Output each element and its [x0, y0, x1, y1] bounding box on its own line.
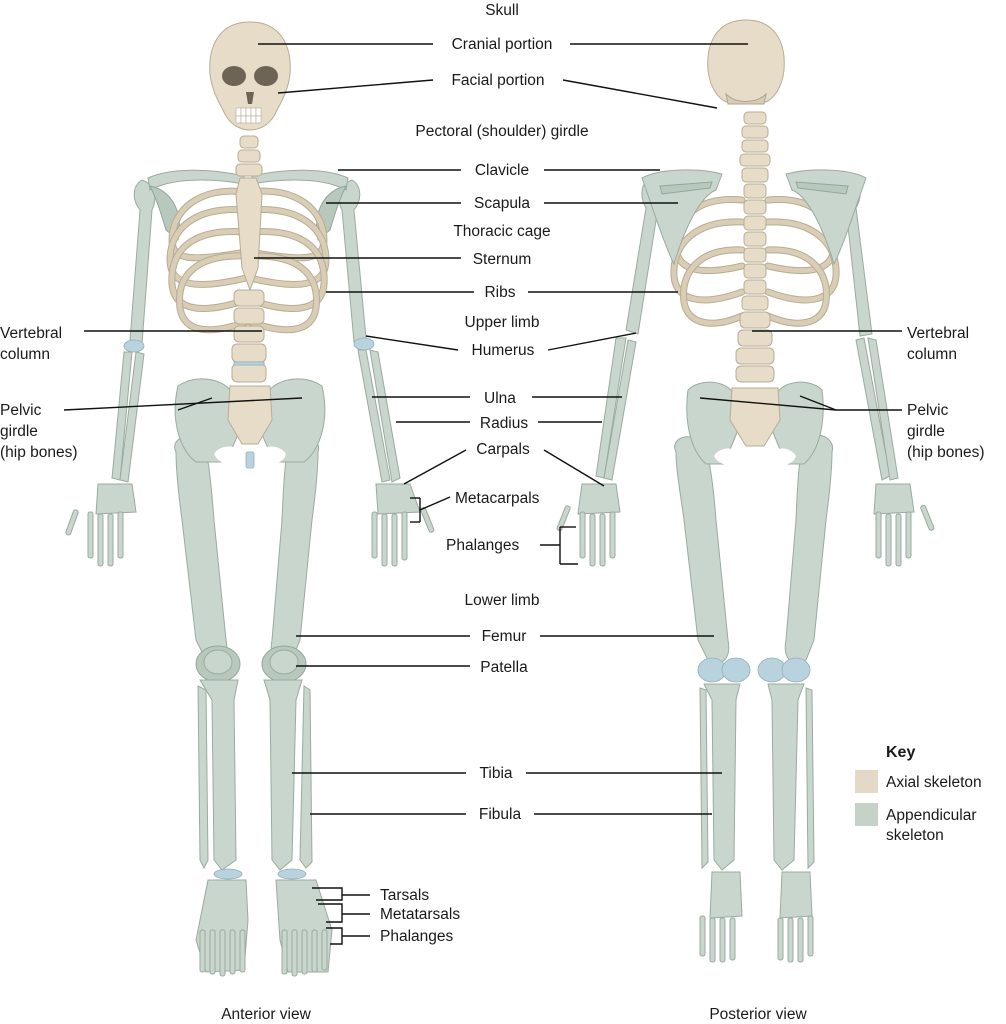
label-sternum: Sternum — [473, 251, 532, 268]
label-ulna: Ulna — [484, 390, 516, 407]
key-swatch-appendicular — [855, 803, 878, 826]
label-facial-portion: Facial portion — [451, 72, 544, 89]
label-pelvic-left-line2: girdle — [0, 423, 38, 440]
label-pelvic-left-line1: Pelvic — [0, 402, 42, 419]
label-vertebral-left-line1: Vertebral — [0, 325, 62, 342]
label-pectoral-girdle: Pectoral (shoulder) girdle — [415, 123, 588, 140]
label-scapula: Scapula — [474, 195, 530, 212]
anterior-skeleton — [65, 21, 435, 977]
label-radius: Radius — [480, 415, 528, 432]
legend-key: Key Axial skeleton Appendicular skeleton — [855, 744, 982, 844]
label-vertebral-right-line2: column — [907, 346, 957, 363]
label-vertebral-column-right: Vertebral column — [907, 325, 973, 363]
anterior-lower-limbs — [174, 434, 333, 977]
posterior-pelvis — [686, 381, 824, 465]
label-clavicle: Clavicle — [475, 162, 529, 179]
label-fibula: Fibula — [479, 806, 522, 823]
label-pelvic-right-line3: (hip bones) — [907, 444, 985, 461]
anterior-ribcage — [166, 177, 330, 334]
label-metacarpals: Metacarpals — [455, 490, 540, 507]
key-label-appendicular-line1: Appendicular — [886, 807, 976, 824]
label-pelvic-right-line2: girdle — [907, 423, 945, 440]
label-patella: Patella — [480, 659, 528, 676]
label-pelvic-girdle-left: Pelvic girdle (hip bones) — [0, 402, 78, 461]
key-swatch-axial — [855, 770, 878, 793]
label-pelvic-right-line1: Pelvic — [907, 402, 949, 419]
label-lower-limb: Lower limb — [465, 592, 540, 609]
label-vertebral-column-left: Vertebral column — [0, 325, 66, 363]
label-pelvic-girdle-right: Pelvic girdle (hip bones) — [907, 402, 985, 461]
anterior-spine — [231, 135, 267, 383]
label-phalanges-foot: Phalanges — [380, 928, 454, 945]
label-femur: Femur — [482, 628, 527, 645]
label-metatarsals: Metatarsals — [380, 906, 460, 923]
label-vertebral-right-line1: Vertebral — [907, 325, 969, 342]
leader-lines — [63, 43, 902, 945]
label-upper-limb: Upper limb — [465, 314, 540, 331]
label-phalanges-hand: Phalanges — [446, 537, 520, 554]
label-tibia: Tibia — [479, 765, 512, 782]
label-thoracic-cage: Thoracic cage — [453, 223, 550, 240]
label-cranial-portion: Cranial portion — [452, 36, 553, 53]
posterior-skull — [707, 19, 785, 105]
posterior-spine — [735, 111, 775, 383]
key-title: Key — [886, 744, 915, 761]
posterior-skeleton — [556, 19, 935, 963]
key-label-axial: Axial skeleton — [886, 774, 982, 791]
key-label-appendicular: Appendicular skeleton — [886, 807, 981, 844]
anterior-pelvis — [174, 378, 326, 469]
label-vertebral-left-line2: column — [0, 346, 50, 363]
anterior-skull — [209, 21, 291, 131]
posterior-scapulae — [641, 169, 867, 266]
label-humerus: Humerus — [472, 342, 535, 359]
posterior-view-caption: Posterior view — [709, 1006, 807, 1023]
label-pelvic-left-line3: (hip bones) — [0, 444, 78, 461]
key-label-appendicular-line2: skeleton — [886, 827, 944, 844]
label-tarsals: Tarsals — [380, 887, 429, 904]
labels: Skull Cranial portion Facial portion Pec… — [0, 2, 985, 1023]
label-ribs: Ribs — [484, 284, 515, 301]
posterior-lower-limbs — [674, 434, 834, 963]
anterior-upper-limbs — [65, 179, 435, 567]
label-skull: Skull — [485, 2, 519, 19]
anterior-view-caption: Anterior view — [221, 1006, 311, 1023]
label-carpals: Carpals — [476, 441, 530, 458]
